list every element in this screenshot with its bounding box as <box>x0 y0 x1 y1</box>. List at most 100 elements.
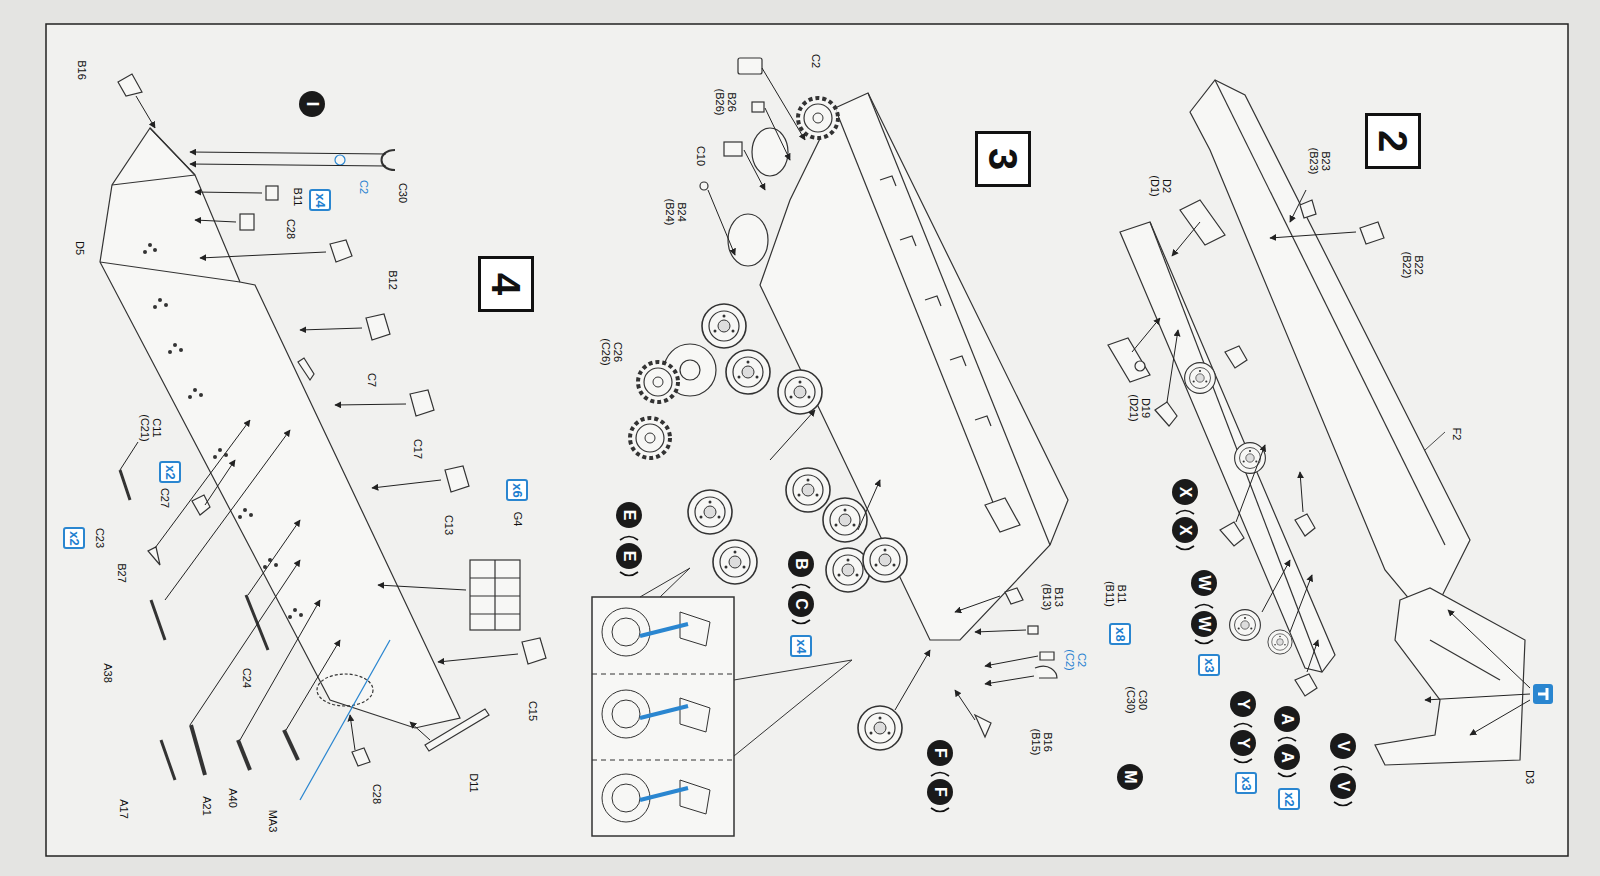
step-number-box: 3 <box>975 131 1031 187</box>
part-label: D5 <box>74 241 86 255</box>
node-text: x8 <box>1114 627 1127 641</box>
part-label: C7 <box>366 373 378 387</box>
step-number-box: 4 <box>478 256 534 312</box>
node-text: E <box>621 551 637 562</box>
node-text: C <box>793 598 809 610</box>
node-text: 4 <box>486 273 526 295</box>
part-label: C13 <box>443 515 455 535</box>
part-label: F2 <box>1451 428 1463 441</box>
node-text: W <box>1196 616 1212 631</box>
node-text: B <box>793 558 809 570</box>
quantity-badge: x6 <box>506 479 528 501</box>
node-text: F <box>932 787 948 797</box>
step-4-drawing <box>100 74 546 780</box>
node-text: X <box>1177 487 1193 498</box>
quantity-badge: x2 <box>1278 788 1300 810</box>
part-label: B22 (B22) <box>1401 252 1425 279</box>
part-label: C10 <box>695 146 707 166</box>
node-text: x4 <box>795 639 808 653</box>
quantity-badge: x8 <box>1109 623 1131 645</box>
node-text: I <box>304 102 320 106</box>
circled-letter: X <box>1172 517 1198 543</box>
node-text: F <box>932 748 948 758</box>
part-label: MA3 <box>267 810 279 833</box>
part-label: C30 <box>397 183 409 203</box>
node-text: X <box>1177 525 1193 536</box>
circled-letter: W <box>1191 611 1217 637</box>
step-2-drawing <box>1108 80 1525 765</box>
part-label: A40 <box>227 788 239 808</box>
circled-letter: V <box>1330 773 1356 799</box>
hole-pattern <box>143 243 303 619</box>
part-label: B11 <box>292 188 304 207</box>
part-label: C24 <box>241 668 253 688</box>
part-label: C2 (C2) <box>1064 649 1088 670</box>
part-label: D19 (D21) <box>1128 394 1152 422</box>
circled-letter: F <box>927 779 953 805</box>
parentheses <box>620 511 1352 812</box>
node-text: 3 <box>983 148 1023 170</box>
part-label: B26 (B26) <box>714 89 738 116</box>
node-text: x2 <box>1283 792 1296 806</box>
part-label: C26 (C26) <box>600 338 624 366</box>
part-label: B13 (B13) <box>1041 584 1065 611</box>
quantity-badge: x2 <box>159 461 181 483</box>
part-label: G4 <box>512 512 524 527</box>
quantity-badge: x4 <box>790 635 812 657</box>
node-text: x3 <box>1203 658 1216 672</box>
part-label: D11 <box>468 773 480 792</box>
node-text: x4 <box>314 193 327 207</box>
circled-letter: Y <box>1230 691 1256 717</box>
node-text: 2 <box>1373 130 1413 152</box>
part-label: C2 <box>358 180 370 194</box>
part-label: A17 <box>118 799 130 819</box>
node-text: A <box>1279 751 1295 763</box>
node-text: x2 <box>68 531 81 545</box>
circled-letter: C <box>788 591 814 617</box>
part-label: C11 (C21) <box>139 414 163 442</box>
part-label: C30 (C30) <box>1125 686 1149 714</box>
quantity-badge: x3 <box>1198 654 1220 676</box>
circled-letter: E <box>616 543 642 569</box>
quantity-badge: x2 <box>63 527 85 549</box>
part-label: A38 <box>102 663 114 683</box>
part-label: C23 <box>94 528 106 548</box>
circled-letter: X <box>1172 479 1198 505</box>
node-text: A <box>1279 713 1295 725</box>
circled-letter: I <box>299 91 325 117</box>
part-label: B23 (B23) <box>1308 148 1332 175</box>
part-label: B27 <box>116 563 128 583</box>
part-label: C28 <box>285 219 297 239</box>
node-text: M <box>1122 770 1138 783</box>
part-label: B24 (B24) <box>664 199 688 226</box>
quantity-badge: x3 <box>1235 772 1257 794</box>
circled-letter: A <box>1274 744 1300 770</box>
circled-letter: Y <box>1230 730 1256 756</box>
part-label: B11 (B11) <box>1104 581 1128 607</box>
part-label: B16 (B15) <box>1030 729 1054 756</box>
part-label: B12 <box>387 270 399 290</box>
part-label: C17 <box>412 439 424 459</box>
node-text: V <box>1335 741 1351 752</box>
part-label: C2 <box>810 54 822 68</box>
part-label: C27 <box>159 488 171 508</box>
node-text: x6 <box>511 483 524 497</box>
part-label: D3 <box>1524 770 1536 784</box>
detail-inset <box>592 568 852 836</box>
circled-letter: B <box>788 551 814 577</box>
circled-letter: A <box>1274 706 1300 732</box>
circled-letter: E <box>616 502 642 528</box>
part-label: C15 <box>527 701 539 721</box>
circled-letter: V <box>1330 733 1356 759</box>
step-number-box: 2 <box>1365 113 1421 169</box>
node-text: Y <box>1235 699 1251 710</box>
node-text: x2 <box>164 465 177 479</box>
node-text: V <box>1335 781 1351 792</box>
circled-letter: W <box>1191 570 1217 596</box>
circled-letter: M <box>1117 764 1143 790</box>
part-label: C28 <box>371 784 383 804</box>
blue-icon <box>1533 684 1553 704</box>
node-text: Y <box>1235 738 1251 749</box>
node-text: x3 <box>1240 776 1253 790</box>
